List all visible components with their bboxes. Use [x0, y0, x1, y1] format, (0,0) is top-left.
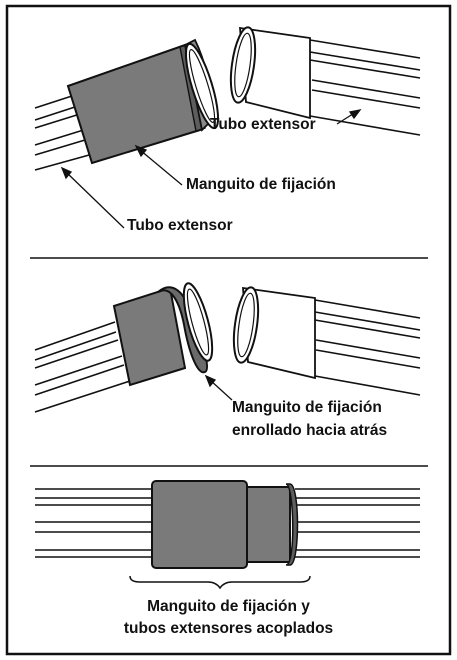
label-tube-left: Tubo extensor — [127, 217, 233, 234]
leader-line-panel-2 — [204, 374, 233, 401]
label-coupled-line2: tubos extensores acoplados — [123, 620, 334, 637]
label-rolled-cuff-line1: Manguito de fijación — [232, 399, 382, 416]
brace — [129, 575, 311, 590]
coupled-cuff — [151, 480, 299, 569]
label-tube-right: Tubo extensor — [210, 116, 316, 133]
label-coupled-line1: Manguito de fijación y — [147, 598, 310, 615]
panel-2 — [34, 282, 421, 413]
cuff-panel-1 — [66, 38, 220, 165]
label-cuff: Manguito de fijación — [186, 176, 336, 193]
label-rolled-cuff-line2: enrollado hacia atrás — [232, 422, 388, 439]
right-extension-tube-2 — [232, 286, 421, 396]
leader-lines-panel-1 — [60, 109, 362, 229]
label-rolled-cuff: Manguito de fijación enrollado hacia atr… — [232, 396, 387, 442]
coupled-tubes — [35, 488, 420, 558]
panel-3 — [35, 480, 420, 590]
label-coupled: Manguito de fijación y tubos extensores … — [0, 596, 457, 640]
left-extension-tube-2 — [34, 321, 131, 413]
right-extension-tube — [229, 26, 421, 136]
panel-1 — [34, 26, 421, 229]
outer-frame — [5, 4, 452, 656]
rolled-cuff — [112, 282, 214, 387]
